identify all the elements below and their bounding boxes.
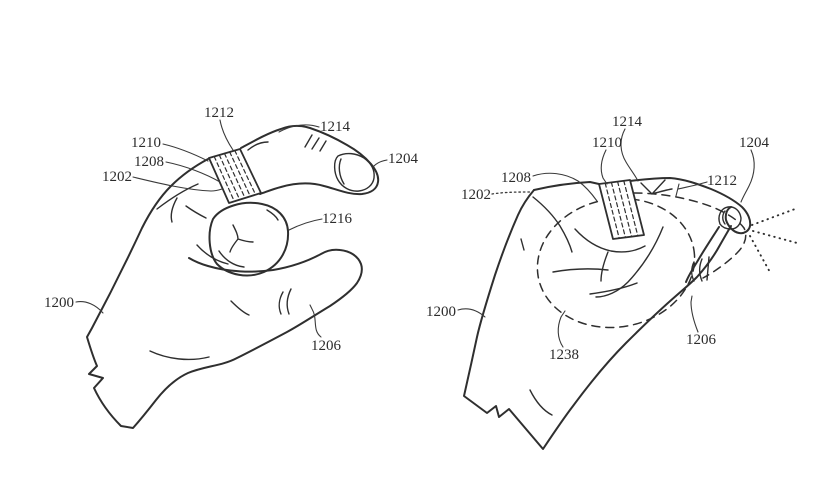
right-wrist-tick	[520, 238, 525, 251]
right-index-top-edge	[533, 181, 600, 191]
leader-left-1212	[219, 119, 234, 151]
left-index-finger-distal	[240, 124, 380, 196]
right-thumb-tip-inner-line	[722, 210, 726, 225]
left-middle-finger-lower-crease	[218, 250, 245, 268]
ref-label-left-1216: 1216	[322, 211, 353, 227]
ref-label-left-1206: 1206	[311, 338, 342, 354]
left-hand-figure: 1212 1214 1210 1208 1202 1204 1216 1200 …	[44, 105, 419, 429]
leader-left-1200	[75, 301, 104, 314]
leader-right-1212	[675, 181, 708, 197]
left-index-knuckle-ticks	[304, 134, 327, 152]
ref-label-right-1214: 1214	[612, 114, 643, 130]
ref-label-right-1208: 1208	[501, 170, 531, 186]
ref-label-left-1212: 1212	[204, 105, 234, 121]
right-lower-crease	[589, 282, 638, 295]
ref-label-left-1200: 1200	[44, 295, 74, 311]
left-index-fingernail-inner-line	[338, 158, 345, 185]
left-index-fingernail	[333, 152, 375, 192]
right-thumb-knuckle-ticks	[691, 256, 710, 282]
right-thumb-inner-edge	[685, 226, 720, 283]
left-index-skin-fold	[247, 141, 269, 151]
leader-right-1204	[740, 149, 755, 203]
right-hand-figure: 1214 1210 1204 1208 1212 1202 1200 1238 …	[426, 114, 798, 450]
left-palm-crease	[149, 350, 210, 361]
right-index-base-contour	[532, 196, 573, 253]
leader-right-1206	[690, 295, 699, 333]
ref-label-right-1202: 1202	[461, 187, 491, 203]
ref-label-right-1200: 1200	[426, 304, 456, 320]
right-index-distal-hook	[629, 177, 752, 235]
left-middle-finger-creases	[229, 224, 254, 253]
right-finger-fold-curve	[595, 226, 664, 298]
right-thumb-tip-loop	[718, 206, 742, 230]
ref-label-right-1206: 1206	[686, 332, 717, 348]
leader-left-1210	[162, 143, 209, 162]
right-device-band-dashed-texture	[604, 180, 639, 239]
ref-label-left-1204: 1204	[388, 151, 419, 167]
right-band-side-fold	[640, 179, 673, 195]
leader-right-1210	[600, 149, 608, 185]
right-device-band	[598, 179, 645, 240]
left-hand-back-ridge	[156, 183, 199, 210]
leader-right-1208	[532, 172, 598, 202]
leader-right-1238	[557, 310, 566, 348]
leader-left-1204	[373, 159, 388, 167]
leader-right-1214	[620, 128, 639, 182]
right-palm-crease	[529, 389, 553, 416]
left-thumb-base-crease	[230, 300, 250, 316]
pinch-dotted-rays	[749, 208, 798, 275]
left-thumb-web-crease	[170, 197, 178, 223]
ref-label-right-1238: 1238	[549, 347, 579, 363]
left-middle-finger-top-crease	[266, 209, 279, 221]
right-hidden-dashed-strap	[633, 192, 747, 279]
left-thumb-knuckle-creases	[278, 288, 292, 315]
ref-label-right-1212: 1212	[707, 173, 737, 189]
left-ring-finger-hint	[196, 244, 229, 265]
right-vertical-fold	[600, 251, 609, 282]
ref-label-left-1208: 1208	[134, 154, 164, 170]
leader-left-1202	[132, 176, 223, 192]
left-device-band-dashed-texture	[213, 149, 257, 202]
leader-left-1214	[278, 124, 320, 133]
ref-label-left-1210: 1210	[131, 135, 161, 151]
right-horizontal-crease	[552, 268, 609, 273]
leader-right-1202	[491, 191, 532, 195]
ref-label-left-1202: 1202	[102, 169, 132, 185]
left-hand-outline	[86, 185, 363, 429]
ref-label-left-1214: 1214	[320, 119, 351, 135]
ref-label-right-1204: 1204	[739, 135, 770, 151]
leader-left-1208	[165, 161, 221, 183]
leader-left-1216	[288, 218, 323, 231]
leader-left-1206	[309, 304, 322, 338]
leader-right-1200	[457, 308, 486, 318]
left-curled-middle-finger	[208, 201, 290, 277]
right-hand-outline	[463, 189, 732, 450]
left-index-finger-top-edge	[170, 158, 209, 187]
ref-label-right-1210: 1210	[592, 135, 622, 151]
left-web-curve	[185, 205, 207, 219]
right-knuckle-arc	[574, 228, 646, 253]
